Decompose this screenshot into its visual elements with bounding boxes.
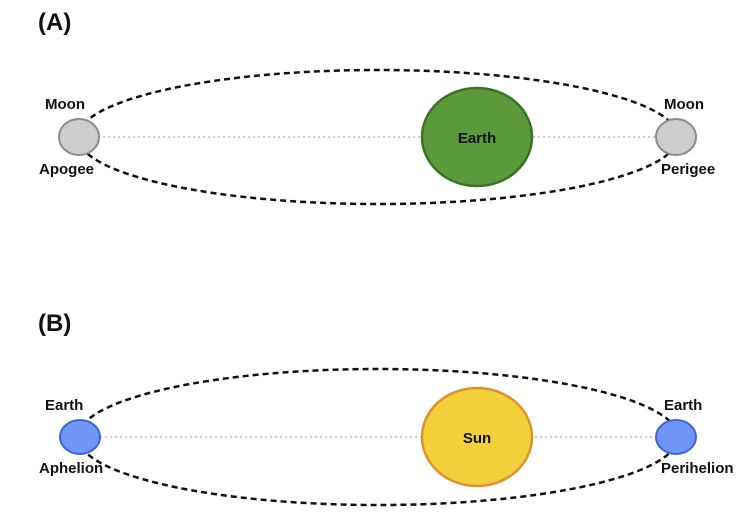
panel-b-right-bottom-label: Perihelion — [661, 460, 734, 477]
panel-b-left-orbiter — [59, 419, 101, 455]
panel-b-label: (B) — [38, 310, 72, 337]
panel-b-center-body — [420, 386, 534, 488]
panel-a-label: (A) — [38, 9, 72, 36]
panel-b-diagram: Sun — [59, 367, 697, 507]
panel-a-right-orbiter — [655, 118, 697, 156]
panel-b-left-bottom-label: Aphelion — [39, 460, 104, 477]
panel-a-diagram: Earth — [58, 68, 697, 206]
panel-b-right-orbiter — [655, 419, 697, 455]
panel-a-center-label: Earth — [458, 130, 496, 147]
panel-a-right-top-label: Moon — [664, 96, 704, 113]
panel-b-right-top-label: Earth — [664, 397, 703, 414]
panel-a-left-orbiter — [58, 118, 100, 156]
panel-b-center-label: Sun — [463, 430, 491, 447]
panel-a-right-bottom-label: Perigee — [661, 161, 716, 178]
panel-b-left-top-label: Earth — [45, 397, 84, 414]
panel-b-orbit — [76, 367, 680, 507]
panel-a-left-bottom-label: Apogee — [39, 161, 95, 178]
panel-a-center-body — [420, 86, 534, 188]
panel-a-left-top-label: Moon — [45, 96, 85, 113]
